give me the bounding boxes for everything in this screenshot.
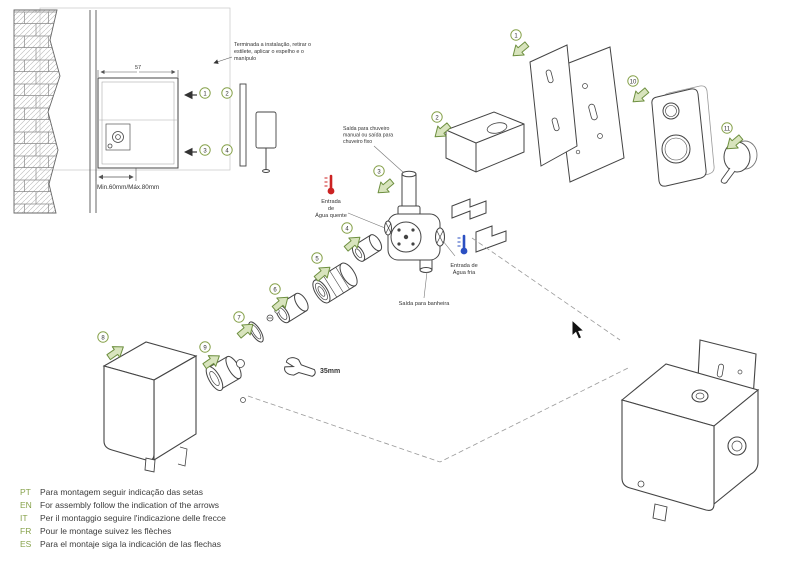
- thermometer-hot-icon: [324, 174, 335, 195]
- hot-water-label: Entrada de Água quente: [315, 174, 386, 229]
- instruction-pt: PT Para montagem seguir indicação das set…: [20, 486, 226, 499]
- cold-water-label: Entrada de Água fria: [442, 234, 478, 276]
- svg-text:7: 7: [237, 315, 241, 321]
- part-wall-bracket: [529, 44, 625, 183]
- part-protection-cover: [445, 111, 525, 253]
- assembled-box-front: [621, 399, 715, 511]
- mouse-cursor: [571, 318, 585, 340]
- trim-parts-side: [239, 83, 277, 173]
- instruction-es: ES Para el montaje siga la indicación de …: [20, 538, 226, 551]
- svg-text:de: de: [328, 206, 334, 212]
- svg-text:3: 3: [377, 169, 381, 175]
- lang-text: Per il montaggio seguire l'indicazione d…: [40, 513, 226, 523]
- callout-1: 1: [510, 29, 522, 41]
- assembled-unit: [620, 339, 760, 522]
- svg-text:Terminada a instalação, retira: Terminada a instalação, retirar o: [234, 42, 311, 48]
- part-handle: [720, 140, 758, 184]
- svg-text:Entrada: Entrada: [321, 199, 341, 205]
- bath-outlet-label: Saída para banheira: [399, 271, 451, 307]
- svg-text:4: 4: [225, 148, 229, 154]
- svg-text:3: 3: [203, 148, 207, 154]
- lang-text: For assembly follow the indication of th…: [40, 500, 220, 510]
- wall-cross-section: 57 Min.60mm/Máx.80mm 1 2: [13, 7, 311, 214]
- lang-text: Para montagem seguir indicação das setas: [40, 487, 204, 497]
- lang-code: FR: [20, 526, 32, 536]
- svg-text:2: 2: [225, 91, 229, 97]
- callout-2: 2: [431, 111, 443, 123]
- depth-label: Min.60mm/Máx.80mm: [97, 184, 159, 191]
- lang-text: Para el montaje siga la indicación de la…: [40, 539, 221, 549]
- svg-text:8: 8: [101, 335, 105, 341]
- svg-text:manual ou saída para: manual ou saída para: [343, 133, 393, 139]
- svg-text:2: 2: [435, 115, 439, 121]
- wrench-icon: 35mm: [284, 357, 340, 377]
- svg-text:Saída para banheira: Saída para banheira: [399, 301, 451, 307]
- part-cartridge: [312, 262, 358, 304]
- lang-text: Pour le montage suivez les flèches: [40, 526, 172, 536]
- width-dim-label: 57: [135, 65, 141, 71]
- svg-text:estilete, aplicar o espelho e: estilete, aplicar o espelho e o: [234, 49, 304, 55]
- callout-9: 9: [199, 341, 211, 353]
- instruction-fr: FR Pour le montage suivez les flèches: [20, 525, 226, 538]
- part-cover-plate: [651, 85, 715, 187]
- assembly-arrow-icon: [508, 38, 532, 62]
- callout-4: 4: [341, 222, 353, 234]
- callout-11: 11: [721, 122, 733, 134]
- svg-text:1: 1: [203, 91, 207, 97]
- svg-text:6: 6: [273, 287, 277, 293]
- svg-text:5: 5: [315, 256, 319, 262]
- callout-wall-4: 4: [221, 144, 233, 156]
- callout-5: 5: [311, 252, 323, 264]
- assembly-arrow-icon: [373, 175, 397, 199]
- apply-direction-arrows: [183, 90, 197, 157]
- svg-text:Água fria: Água fria: [453, 269, 476, 276]
- callout-8: 8: [97, 331, 109, 343]
- callout-wall-2: 2: [221, 87, 233, 99]
- brick-wall: [13, 9, 61, 214]
- callout-wall-3: 3: [199, 144, 211, 156]
- svg-text:Entrada de: Entrada de: [450, 263, 477, 269]
- lang-code: EN: [20, 500, 32, 510]
- assembled-box-side: [713, 388, 759, 506]
- width-dimension: 57: [97, 65, 179, 77]
- depth-dimension: Min.60mm/Máx.80mm: [95, 168, 159, 191]
- svg-text:9: 9: [203, 345, 207, 351]
- svg-text:4: 4: [345, 226, 349, 232]
- svg-text:10: 10: [630, 79, 637, 85]
- instruction-en: EN For assembly follow the indication of …: [20, 499, 226, 512]
- wall-surface-lines: [89, 10, 97, 213]
- assembly-arrow-icon: [628, 84, 652, 108]
- recessed-housing: [97, 77, 179, 169]
- svg-text:Saída para chuveiro: Saída para chuveiro: [343, 126, 390, 132]
- svg-text:1: 1: [514, 33, 518, 39]
- callout-10: 10: [627, 75, 639, 87]
- part-trim-housing: [102, 341, 198, 473]
- callout-3: 3: [373, 165, 385, 177]
- svg-text:Água quente: Água quente: [315, 212, 347, 219]
- shower-outlet-label: Saída para chuveiro manual ou saída para…: [343, 126, 405, 174]
- callout-wall-1: 1: [199, 87, 211, 99]
- svg-text:chuveiro fixo: chuveiro fixo: [343, 139, 372, 145]
- svg-text:11: 11: [724, 126, 731, 132]
- exploded-view: 35mm: [97, 29, 758, 473]
- svg-text:manípulo: manípulo: [234, 56, 256, 62]
- installation-note: Terminada a instalação, retirar o estile…: [213, 42, 311, 64]
- lang-code: PT: [20, 487, 31, 497]
- instruction-it: IT Per il montaggio seguire l'indicazione…: [20, 512, 226, 525]
- projection-lines: [247, 237, 629, 463]
- wrench-size-label: 35mm: [320, 368, 340, 375]
- callout-7: 7: [233, 311, 245, 323]
- thermometer-cold-icon: [457, 234, 468, 255]
- lang-code: IT: [20, 513, 28, 523]
- part-valve-body: [384, 170, 445, 273]
- callout-6: 6: [269, 283, 281, 295]
- language-instructions: PT Para montagem seguir indicação das set…: [20, 486, 226, 551]
- lang-code: ES: [20, 539, 32, 549]
